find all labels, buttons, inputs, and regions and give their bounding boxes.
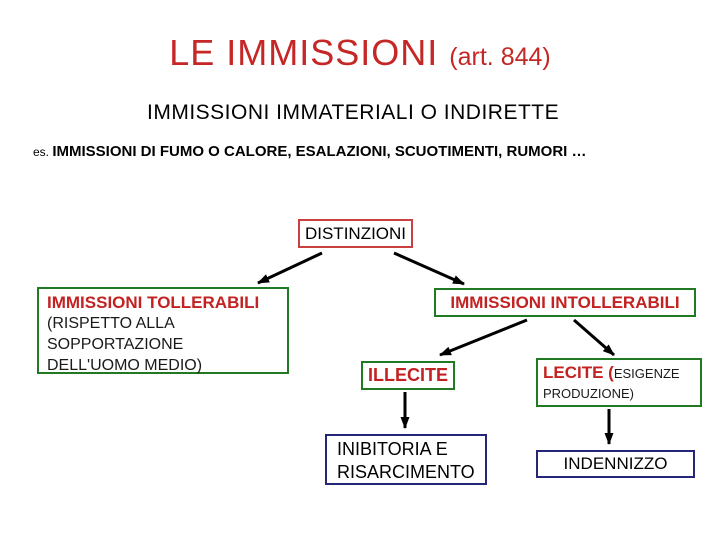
page-title-main: LE IMMISSIONI (169, 32, 450, 73)
node-illecite: ILLECITE (361, 361, 455, 390)
node-lecite: LECITE (ESIGENZE PRODUZIONE) (536, 358, 702, 407)
example-text: IMMISSIONI DI FUMO O CALORE, ESALAZIONI,… (52, 143, 587, 160)
subtitle: IMMISSIONI IMMATERIALI O INDIRETTE (147, 101, 560, 124)
page-title-article: (art. 844) (449, 43, 551, 71)
node-indennizzo: INDENNIZZO (536, 450, 695, 478)
lecite-title: LECITE ( (543, 363, 614, 382)
arrow-intollerabili-to-lecite (573, 318, 615, 357)
example-line: es. IMMISSIONI DI FUMO O CALORE, ESALAZI… (33, 143, 587, 161)
example-prefix: es. (33, 145, 53, 159)
page-title: LE IMMISSIONI (art. 844) (0, 32, 720, 74)
node-immissioni-tollerabili: IMMISSIONI TOLLERABILI (RISPETTO ALLA SO… (37, 287, 289, 374)
node-distinzioni: DISTINZIONI (298, 219, 413, 248)
tollerabili-note: (RISPETTO ALLA SOPPORTAZIONE DELL'UOMO M… (47, 315, 203, 374)
node-inibitoria-e-risarcimento: INIBITORIA E RISARCIMENTO (325, 434, 487, 485)
inibitoria-line1: INIBITORIA E (337, 439, 448, 459)
arrow-distinzioni-to-intollerabili (393, 251, 465, 286)
node-immissioni-intollerabili: IMMISSIONI INTOLLERABILI (434, 288, 696, 317)
arrow-distinzioni-to-tollerabili (257, 251, 323, 285)
arrow-intollerabili-to-illecite (439, 318, 528, 357)
inibitoria-line2: RISARCIMENTO (337, 462, 475, 482)
lecite-note: ESIGENZE PRODUZIONE) (543, 366, 680, 401)
tollerabili-title: IMMISSIONI TOLLERABILI (47, 293, 260, 312)
